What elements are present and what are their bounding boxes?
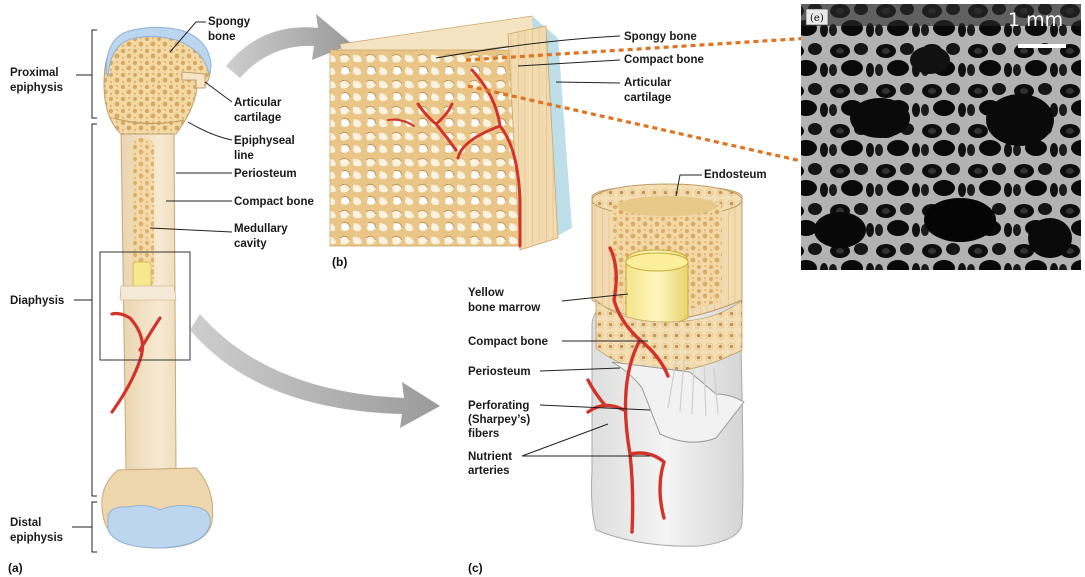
- panel-label-b: (b): [332, 255, 347, 269]
- bracket-proximal: [92, 30, 97, 118]
- label-medullary-cavity-1: Medullary: [234, 223, 288, 235]
- micrograph-scale-label: 1 mm: [1008, 9, 1063, 31]
- grey-arrow-to-c: [190, 314, 440, 428]
- label-proximal-epiphysis-2: epiphysis: [10, 82, 63, 94]
- micrograph-panel-label: (e): [810, 13, 824, 24]
- label-yellow-bone-marrow-1: Yellow: [468, 287, 504, 299]
- label-nutrient-arteries-1: Nutrient: [468, 451, 512, 463]
- panel-label-a: (a): [8, 561, 23, 575]
- label-nutrient-arteries-2: arteries: [468, 465, 510, 477]
- label-perforating-fibers-3: fibers: [468, 428, 499, 440]
- panel-a-long-bone: Proximal epiphysis Diaphysis Distal epip…: [8, 16, 314, 575]
- exposed-marrow: [133, 262, 151, 288]
- label-distal-epiphysis-1: Distal: [10, 517, 41, 529]
- label-compact-bone-a: Compact bone: [234, 196, 314, 208]
- label-articular-cartilage-b-1: Articular: [624, 77, 672, 89]
- label-periosteum-c: Periosteum: [468, 366, 531, 378]
- bracket-distal: [92, 502, 97, 552]
- label-endosteum: Endosteum: [704, 169, 767, 181]
- label-distal-epiphysis-2: epiphysis: [10, 532, 63, 544]
- cut-section-edge: [120, 286, 176, 300]
- label-spongy-bone-b: Spongy bone: [624, 31, 697, 43]
- micrograph-panel: [801, 4, 1081, 270]
- label-epiphyseal-line-2: line: [234, 150, 254, 162]
- label-epiphyseal-line-1: Epiphyseal: [234, 135, 295, 147]
- label-periosteum-a: Periosteum: [234, 168, 297, 180]
- bracket-diaphysis: [92, 124, 97, 496]
- label-perforating-fibers-2: (Sharpey’s): [468, 414, 530, 426]
- section-marrow-cavity-top: [617, 196, 717, 216]
- label-medullary-cavity-2: cavity: [234, 238, 267, 250]
- label-articular-cartilage-a-2: cartilage: [234, 112, 281, 124]
- micrograph-scale-bar: [1018, 44, 1066, 48]
- label-articular-cartilage-b-2: cartilage: [624, 92, 671, 104]
- label-spongy-bone-a-1: Spongy: [208, 16, 251, 28]
- label-yellow-bone-marrow-2: bone marrow: [468, 302, 540, 314]
- label-spongy-bone-a-2: bone: [208, 31, 235, 43]
- distal-articular-cartilage: [108, 506, 210, 548]
- yellow-bone-marrow-top: [626, 253, 688, 271]
- block-front: [330, 50, 520, 246]
- panel-label-c: (c): [468, 561, 483, 575]
- label-perforating-fibers-1: Perforating: [468, 400, 529, 412]
- label-diaphysis: Diaphysis: [10, 295, 64, 307]
- label-compact-bone-c: Compact bone: [468, 336, 548, 348]
- label-articular-cartilage-a-1: Articular: [234, 97, 282, 109]
- label-proximal-epiphysis-1: Proximal: [10, 67, 59, 79]
- label-compact-bone-b: Compact bone: [624, 54, 704, 66]
